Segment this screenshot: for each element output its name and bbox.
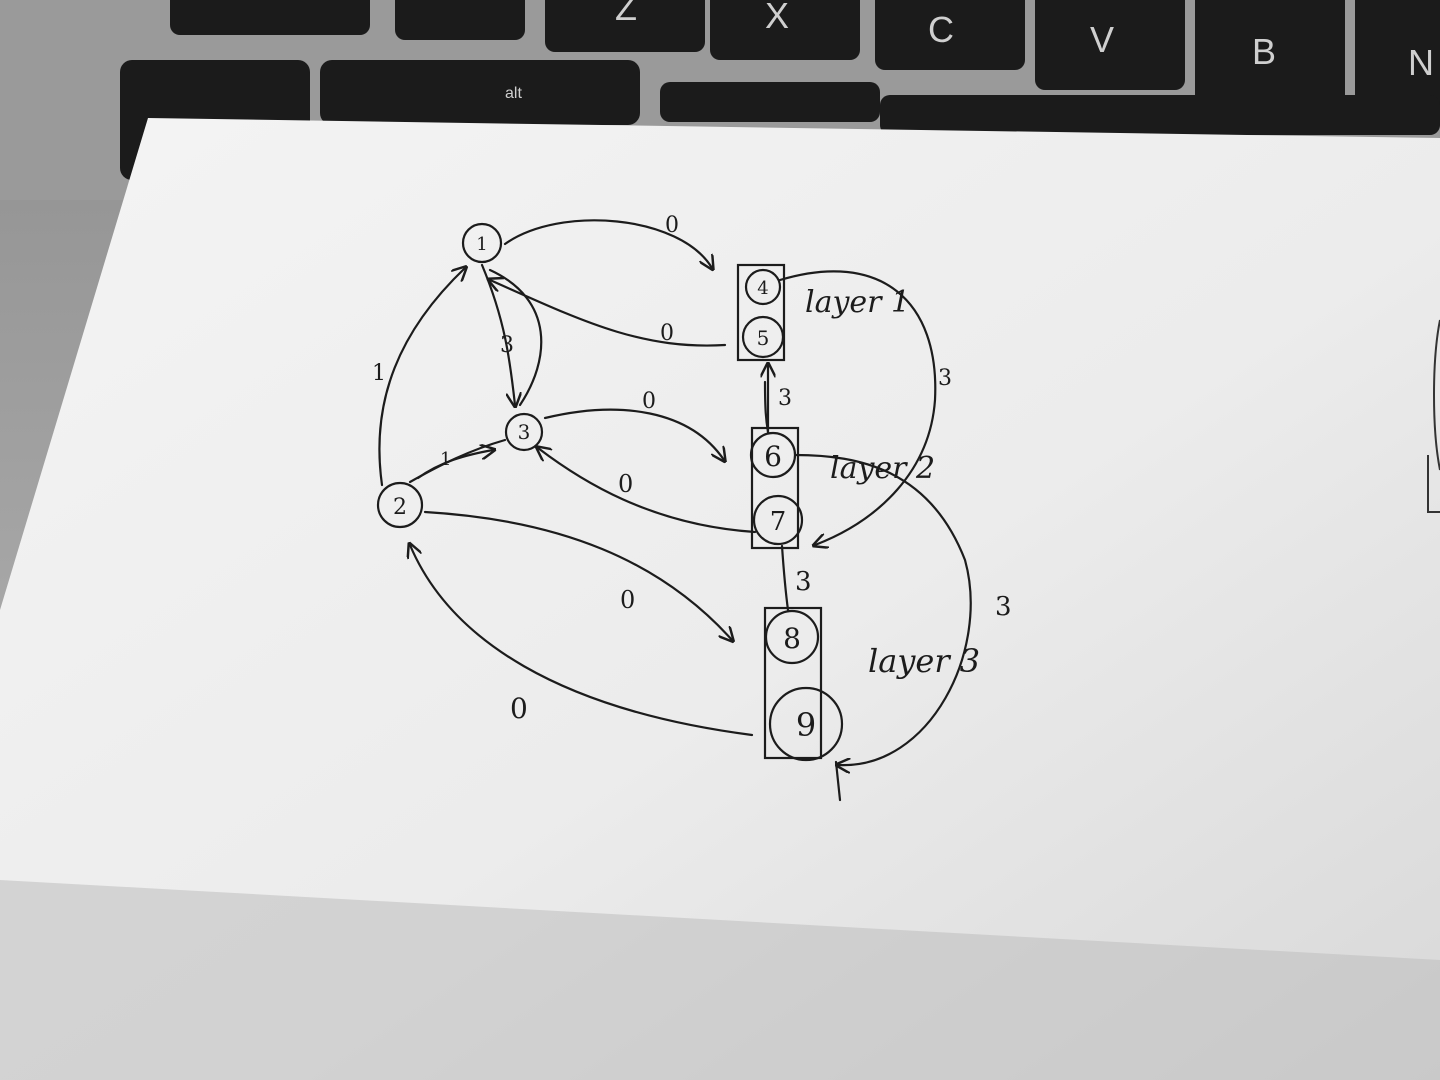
key bbox=[170, 0, 370, 35]
weight-3-6: 0 bbox=[642, 389, 656, 414]
node-1 bbox=[461, 222, 503, 264]
node-2-label: 2 bbox=[393, 495, 407, 520]
key-x-label: X bbox=[765, 0, 789, 36]
key bbox=[660, 82, 880, 122]
edge-2-8 bbox=[423, 510, 732, 640]
key-b-label: B bbox=[1252, 31, 1276, 72]
edge-3-2 bbox=[408, 438, 507, 484]
layer-1-box bbox=[736, 263, 786, 362]
weight-7-3: 0 bbox=[618, 470, 633, 498]
background-paper-mark bbox=[1427, 455, 1440, 513]
node-7-label: 7 bbox=[770, 507, 787, 537]
layer-2-box bbox=[750, 426, 800, 550]
layer-2-label: layer 2 bbox=[830, 451, 935, 486]
edge-weights: 0 3 0 1 1 0 0 3 3 3 0 0 3 bbox=[372, 213, 1012, 725]
node-8-label: 8 bbox=[783, 622, 801, 655]
edge-5-1 bbox=[490, 280, 727, 347]
key-b bbox=[1195, 0, 1345, 108]
weight-1-4: 0 bbox=[665, 213, 679, 238]
node-3-label: 3 bbox=[518, 420, 531, 444]
node-9 bbox=[768, 686, 844, 762]
edge-9-2 bbox=[410, 545, 754, 737]
node-5-label: 5 bbox=[757, 326, 770, 350]
node-9-label: 9 bbox=[796, 706, 816, 744]
weight-2-8: 0 bbox=[620, 586, 635, 614]
layer-3-box bbox=[763, 606, 823, 760]
weight-6-9: 3 bbox=[995, 592, 1012, 622]
layer-3-label: layer 3 bbox=[868, 642, 980, 680]
layer-labels: layer 1 layer 2 layer 3 bbox=[805, 285, 980, 680]
paper-shadow bbox=[0, 880, 1440, 1080]
key-v-label: V bbox=[1090, 19, 1114, 60]
layer-1-label: layer 1 bbox=[805, 285, 910, 320]
node-labels: 1 2 3 4 5 6 7 8 9 bbox=[393, 234, 816, 744]
paper-sheet bbox=[0, 118, 1440, 1080]
edge-4-7 bbox=[778, 270, 937, 545]
key-v bbox=[1035, 0, 1185, 90]
key bbox=[395, 0, 525, 40]
weight-5-1: 0 bbox=[660, 321, 674, 346]
key-x bbox=[710, 0, 860, 60]
edge-1-4 bbox=[503, 219, 712, 268]
weight-9-2: 0 bbox=[510, 692, 528, 725]
edge-7-8 bbox=[780, 544, 790, 612]
weight-7-8: 3 bbox=[795, 567, 812, 597]
edge-9-tail bbox=[834, 760, 842, 802]
node-4-label: 4 bbox=[757, 278, 768, 299]
node-6-label: 6 bbox=[764, 440, 782, 473]
hand-drawn-graph bbox=[376, 219, 972, 802]
edge-2-1 bbox=[378, 268, 465, 487]
node-3 bbox=[504, 412, 544, 452]
node-2 bbox=[376, 481, 424, 529]
key-alt-label: alt bbox=[505, 85, 522, 102]
key bbox=[880, 95, 1440, 135]
edge-3-6 bbox=[543, 408, 724, 460]
weight-4-7: 3 bbox=[938, 366, 952, 391]
key-c-label: C bbox=[928, 9, 954, 50]
edge-7-3 bbox=[538, 448, 757, 534]
key-z bbox=[545, 0, 705, 52]
edge-1-3-return bbox=[488, 268, 543, 407]
weight-1-3: 3 bbox=[500, 333, 514, 358]
weight-6-5: 3 bbox=[778, 386, 792, 411]
weight-2-1: 1 bbox=[372, 361, 386, 386]
node-7 bbox=[752, 494, 804, 546]
key-alt bbox=[320, 60, 640, 125]
key-z-label: Z bbox=[615, 0, 637, 28]
node-4 bbox=[744, 268, 782, 306]
node-1-label: 1 bbox=[476, 234, 487, 255]
key-n-label: N bbox=[1408, 42, 1434, 83]
background-paper-edge bbox=[1433, 319, 1440, 471]
key-n bbox=[1355, 0, 1440, 110]
weight-2-3: 1 bbox=[440, 449, 451, 470]
key-c bbox=[875, 0, 1025, 70]
edge-6-9 bbox=[793, 453, 972, 765]
